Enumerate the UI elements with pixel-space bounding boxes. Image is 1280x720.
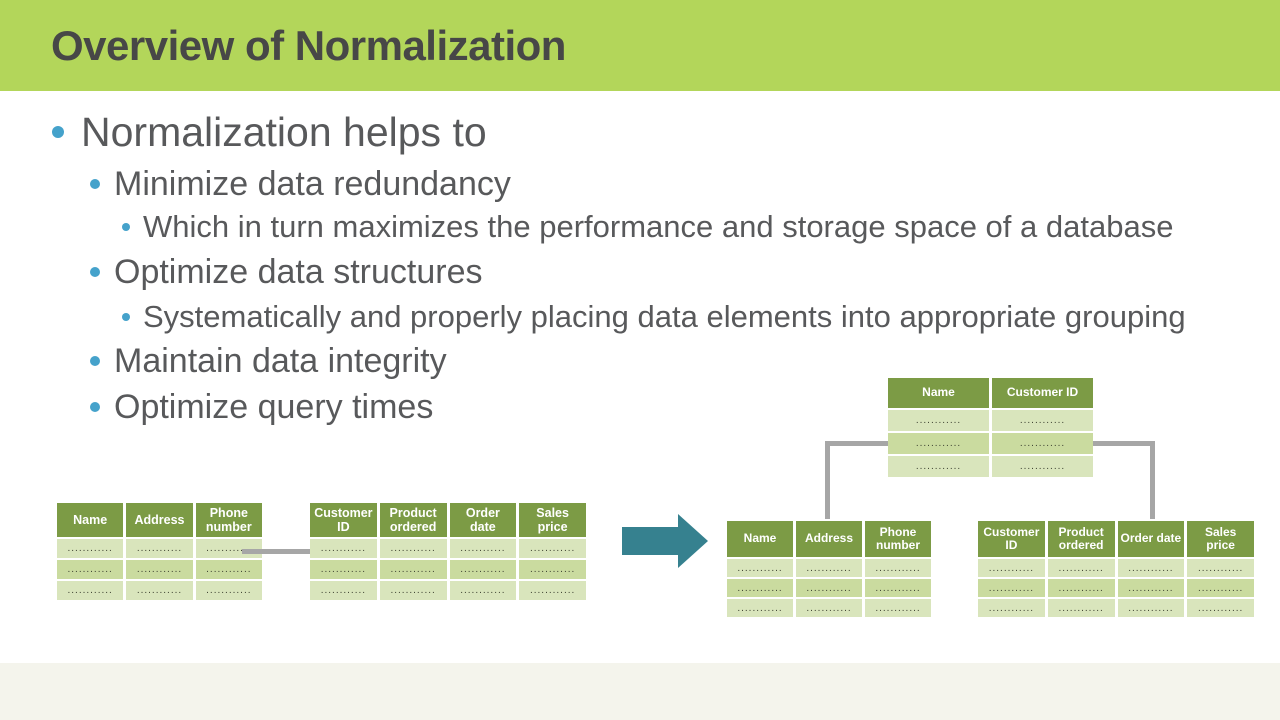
table-cell: ............ (865, 599, 931, 617)
table-cell: ............ (449, 539, 517, 558)
table-cell: ............ (195, 581, 262, 600)
table-cell: ............ (727, 599, 793, 617)
table-cell: ............ (1047, 579, 1115, 597)
bullet-icon (90, 402, 100, 412)
bullet-text: Optimize query times (114, 387, 434, 426)
table-cell: ............ (1187, 559, 1254, 577)
table-cell: ............ (379, 560, 447, 579)
table-cell: ............ (126, 581, 193, 600)
table-cell: ............ (1187, 579, 1254, 597)
bullet-text: Systematically and properly placing data… (143, 299, 1186, 334)
bullet-icon (90, 267, 100, 277)
table-cell: ............ (57, 581, 124, 600)
bullet-list: Normalization helps to Minimize data red… (52, 108, 1186, 427)
table-cell: ............ (978, 579, 1045, 597)
bullet-icon (52, 126, 64, 138)
bullet-text: Minimize data redundancy (114, 164, 511, 203)
table-cell: ............ (126, 560, 193, 579)
table-cell: ............ (992, 410, 1093, 431)
table-cell: ............ (195, 560, 262, 579)
table-cell: ............ (727, 579, 793, 597)
column-header: Name (727, 521, 793, 557)
column-header: Sales price (519, 503, 586, 537)
table-cell: ............ (57, 539, 124, 558)
table-cell: ............ (449, 581, 517, 600)
connector-line (825, 441, 830, 519)
table-cell: ............ (992, 433, 1093, 454)
table-cell: ............ (1047, 559, 1115, 577)
table-cell: ............ (310, 560, 377, 579)
table-cell: ............ (1047, 599, 1115, 617)
table-cell: ............ (126, 539, 193, 558)
table-cell: ............ (310, 581, 377, 600)
table-cell: ............ (1117, 599, 1185, 617)
connector-line (1093, 441, 1155, 446)
footer-bar (0, 663, 1280, 720)
column-header: Customer ID (992, 378, 1093, 408)
column-header: Address (126, 503, 193, 537)
column-header: Customer ID (978, 521, 1045, 557)
table-cell: ............ (888, 410, 989, 431)
bullet-item: Optimize data structures (90, 252, 482, 292)
column-header: Phone number (195, 503, 262, 537)
table-cell: ............ (865, 559, 931, 577)
table-cell: ............ (519, 581, 586, 600)
table-cell: ............ (379, 539, 447, 558)
connector-line (242, 549, 310, 554)
column-header: Address (796, 521, 862, 557)
connector-line (825, 441, 888, 446)
column-header: Product ordered (1047, 521, 1115, 557)
table-cell: ............ (727, 559, 793, 577)
bullet-item: Which in turn maximizes the performance … (122, 208, 1173, 246)
transform-arrow-icon (622, 514, 708, 568)
bullet-item: Normalization helps to (52, 108, 487, 156)
table-cell: ............ (978, 599, 1045, 617)
title-bar: Overview of Normalization (0, 0, 1280, 91)
table-cell: ............ (449, 560, 517, 579)
column-header: Order date (1117, 521, 1185, 557)
bullet-text: Normalization helps to (81, 108, 487, 155)
table-cell: ............ (796, 599, 862, 617)
table-cell: ............ (888, 456, 989, 477)
bullet-text: Optimize data structures (114, 252, 483, 291)
bullet-item: Optimize query times (90, 387, 433, 427)
bullet-item: Minimize data redundancy (90, 164, 511, 204)
table-cell: ............ (978, 559, 1045, 577)
column-header: Product ordered (379, 503, 447, 537)
column-header: Phone number (865, 521, 931, 557)
table-cell: ............ (992, 456, 1093, 477)
table-cell: ............ (310, 539, 377, 558)
table-cell: ............ (796, 579, 862, 597)
table-cell: ............ (1117, 579, 1185, 597)
connector-line (1150, 441, 1155, 519)
bullet-item: Systematically and properly placing data… (122, 298, 1186, 336)
bullet-text: Which in turn maximizes the performance … (143, 209, 1174, 244)
bullet-icon (90, 179, 100, 189)
column-header: Name (57, 503, 124, 537)
table-cell: ............ (57, 560, 124, 579)
table-cell: ............ (888, 433, 989, 454)
table-cell: ............ (519, 560, 586, 579)
table-cell: ............ (379, 581, 447, 600)
bullet-icon (122, 223, 130, 231)
column-header: Customer ID (310, 503, 377, 537)
table-cell: ............ (1117, 559, 1185, 577)
table-cell: ............ (796, 559, 862, 577)
column-header: Name (888, 378, 989, 408)
table-cell: ............ (1187, 599, 1254, 617)
bullet-text: Maintain data integrity (114, 341, 447, 380)
bullet-icon (122, 313, 130, 321)
table-cell: ............ (865, 579, 931, 597)
page-title: Overview of Normalization (51, 21, 566, 69)
bullet-icon (90, 356, 100, 366)
column-header: Order date (449, 503, 517, 537)
column-header: Sales price (1187, 521, 1254, 557)
table-cell: ............ (519, 539, 586, 558)
bullet-item: Maintain data integrity (90, 341, 447, 381)
